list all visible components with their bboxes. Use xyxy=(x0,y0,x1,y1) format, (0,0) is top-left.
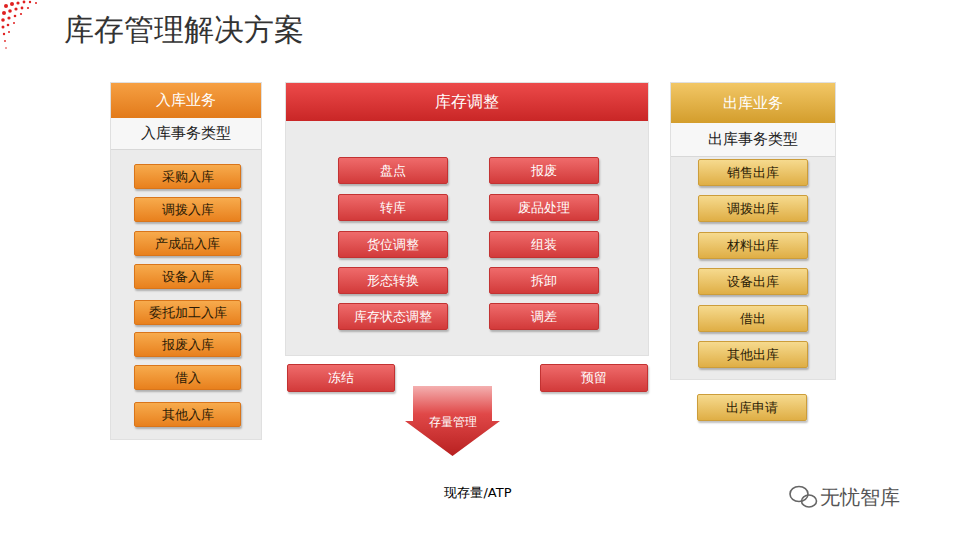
transaction-button: 库存状态调整 xyxy=(338,303,448,330)
transaction-button: 冻结 xyxy=(287,364,395,392)
node-text: 设备出库 xyxy=(727,273,779,291)
node-text: 现存量/ATP xyxy=(444,484,511,502)
node-text: 采购入库 xyxy=(162,168,214,186)
node-text: 出库申请 xyxy=(726,399,778,417)
node-text: 借入 xyxy=(175,369,201,387)
transaction-button: 组装 xyxy=(489,231,599,258)
transaction-button: 拆卸 xyxy=(489,267,599,294)
transaction-button: 预留 xyxy=(540,364,648,392)
transaction-button: 废品处理 xyxy=(489,194,599,221)
node-text: 委托加工入库 xyxy=(149,304,227,322)
transaction-button: 其他出库 xyxy=(698,341,808,368)
transaction-button: 产成品入库 xyxy=(134,231,241,256)
node-text: 销售出库 xyxy=(727,164,779,182)
node-text: 材料出库 xyxy=(727,237,779,255)
transaction-button: 调拨入库 xyxy=(134,197,241,222)
node-text: 货位调整 xyxy=(367,236,419,254)
wechat-icon xyxy=(790,487,817,508)
panel-subheader: 出库事务类型 xyxy=(671,123,835,157)
panel: 库存调整盘点 报废转库 废品处理货位调整 组装形态转换 拆卸库存状态调整 调差 xyxy=(285,82,649,356)
panel: 入库业务入库事务类型采购入库调拨入库产成品入库设备入库委托加工入库报废入库借入其… xyxy=(110,82,262,440)
node-text: 组装 xyxy=(531,236,557,254)
node-text: 调拨出库 xyxy=(727,200,779,218)
node-text: 其他入库 xyxy=(162,406,214,424)
node-text: 库存状态调整 xyxy=(354,308,432,326)
node-text: 形态转换 xyxy=(367,272,419,290)
node-text: 冻结 xyxy=(328,369,354,387)
transaction-button: 调差 xyxy=(489,303,599,330)
transaction-button: 调拨出库 xyxy=(698,195,808,222)
page-title: 库存管理解决方案 xyxy=(64,10,304,51)
transaction-button: 盘点 xyxy=(338,157,448,184)
panel-subheader: 入库事务类型 xyxy=(111,118,261,150)
node-text: 其他出库 xyxy=(727,346,779,364)
transaction-button: 设备入库 xyxy=(134,264,241,289)
node-text: 转库 xyxy=(380,199,406,217)
node-text: 拆卸 xyxy=(531,272,557,290)
node-text: 产成品入库 xyxy=(155,235,220,253)
down-arrow: 存量管理 xyxy=(405,386,500,456)
panel-header: 库存调整 xyxy=(286,83,648,121)
transaction-button: 形态转换 xyxy=(338,267,448,294)
panel-header: 入库业务 xyxy=(111,83,261,118)
transaction-button: 现存量/ATP xyxy=(112,473,844,513)
node-text: 设备入库 xyxy=(162,268,214,286)
transaction-button: 设备出库 xyxy=(698,268,808,295)
transaction-button: 采购入库 xyxy=(134,164,241,189)
transaction-button: 出库申请 xyxy=(697,394,807,421)
transaction-button: 借入 xyxy=(134,365,241,390)
transaction-button: 其他入库 xyxy=(134,402,241,427)
transaction-button: 货位调整 xyxy=(338,231,448,258)
node-text: 调差 xyxy=(531,308,557,326)
node-text: 调拨入库 xyxy=(162,201,214,219)
transaction-button: 借出 xyxy=(698,305,808,332)
watermark: 无忧智库 xyxy=(820,484,900,511)
arrow-outline xyxy=(405,386,500,456)
transaction-button: 销售出库 xyxy=(698,159,808,186)
node-text: 借出 xyxy=(740,310,766,328)
panel-header: 出库业务 xyxy=(671,83,835,123)
corner-dots xyxy=(1,1,37,49)
transaction-button: 材料出库 xyxy=(698,232,808,259)
node-text: 废品处理 xyxy=(518,199,570,217)
node-text: 预留 xyxy=(581,369,607,387)
panel: 出库业务出库事务类型销售出库调拨出库材料出库设备出库借出其他出库 xyxy=(670,82,836,380)
node-text: 报废 xyxy=(531,162,557,180)
node-text: 报废入库 xyxy=(162,336,214,354)
transaction-button: 转库 xyxy=(338,194,448,221)
transaction-button: 报废 xyxy=(489,157,599,184)
node-text: 盘点 xyxy=(380,162,406,180)
transaction-button: 报废入库 xyxy=(134,332,241,357)
node-text: 存量管理 xyxy=(405,415,500,431)
transaction-button: 委托加工入库 xyxy=(134,300,241,325)
